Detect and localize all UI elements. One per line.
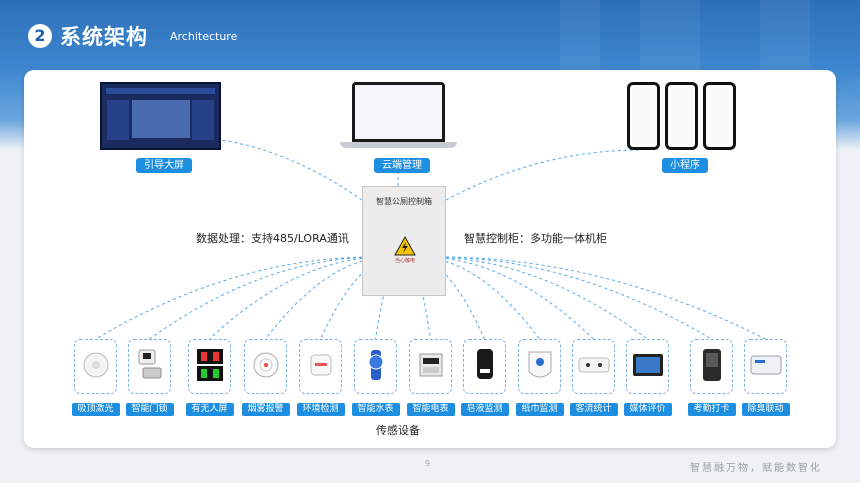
page-subtitle: Architecture: [170, 30, 238, 43]
device-label: 除臭联动: [741, 403, 790, 416]
smoke-alarm-icon: [251, 350, 281, 384]
screen-side-panel: [107, 100, 129, 140]
connection-line: [403, 256, 766, 340]
device-label: 纸巾监测: [515, 403, 564, 416]
section-number: 2: [28, 24, 52, 48]
connection-line: [219, 139, 363, 201]
connection-line: [265, 256, 405, 340]
screen-floor-map: [132, 100, 190, 138]
warning-icon: [394, 235, 416, 256]
water-meter-icon: [361, 348, 391, 386]
attendance-terminal-icon: [699, 347, 725, 387]
device-label: 智能电表: [406, 403, 455, 416]
device-label: 吸顶激光: [71, 403, 120, 416]
guide-screen-image: [100, 82, 221, 150]
page-number: 9: [425, 459, 431, 468]
phone-display: [668, 85, 695, 147]
page-title: 系统架构: [60, 25, 148, 49]
connection-line: [375, 256, 405, 340]
control-cabinet: 智慧公厕控制箱 当心触电: [362, 186, 446, 296]
device-box: [188, 339, 231, 394]
rating-panel-icon: [631, 352, 665, 382]
device-box: [572, 339, 615, 394]
tissue-dispenser-icon: [525, 348, 555, 386]
phone-image: [627, 82, 660, 150]
connection-line: [320, 256, 405, 340]
soap-dispenser-icon: [472, 347, 498, 387]
device-label: 智能门锁: [125, 403, 174, 416]
mini-program-label: 小程序: [662, 158, 708, 173]
device-label: 烟雾报警: [241, 403, 290, 416]
device-box: [744, 339, 787, 394]
connection-line: [403, 256, 540, 340]
device-box: [244, 339, 287, 394]
deodorizer-icon: [749, 352, 783, 382]
ceiling-laser-icon: [81, 350, 111, 384]
screen-side-panel: [192, 100, 214, 140]
connection-line: [403, 256, 712, 340]
connection-line: [403, 256, 594, 340]
device-label: 环境检测: [296, 403, 345, 416]
laptop-base: [340, 142, 457, 148]
slogan: 智慧融万物，赋能数智化: [690, 463, 822, 474]
phone-display: [706, 85, 733, 147]
electric-meter-icon: [416, 350, 446, 384]
device-label: 考勤打卡: [687, 403, 736, 416]
device-box: [128, 339, 171, 394]
environment-sensor-icon: [306, 350, 336, 384]
device-box: [463, 339, 506, 394]
device-label: 皂液监测: [460, 403, 509, 416]
data-processing-text: 数据处理：支持485/LORA通讯: [196, 232, 349, 245]
device-box: [518, 339, 561, 394]
control-cabinet-text: 智慧控制柜：多功能一体机柜: [464, 232, 607, 245]
device-box: [299, 339, 342, 394]
screen-label: 引导大屏: [136, 158, 192, 173]
device-box: [690, 339, 733, 394]
cloud-label: 云端管理: [374, 158, 430, 173]
smart-lock-icon: [135, 348, 165, 386]
connection-line: [445, 149, 641, 201]
phone-display: [630, 85, 657, 147]
device-box: [626, 339, 669, 394]
device-box: [74, 339, 117, 394]
laptop-display: [355, 85, 442, 139]
phone-image: [665, 82, 698, 150]
people-counter-icon: [577, 355, 611, 379]
device-box: [409, 339, 452, 394]
device-label: 有无人屏: [185, 403, 234, 416]
connection-line: [95, 256, 405, 340]
cabinet-sign: 当心触电: [395, 258, 416, 264]
device-box: [354, 339, 397, 394]
screen-header-bar: [106, 88, 215, 94]
phone-image: [703, 82, 736, 150]
device-label: 智能水表: [351, 403, 400, 416]
occupancy-screen-icon: [195, 347, 225, 387]
cabinet-title: 智慧公厕控制箱: [376, 197, 432, 206]
laptop-image: [352, 82, 445, 142]
device-label: 客流统计: [569, 403, 618, 416]
sensor-caption: 传感设备: [376, 424, 420, 437]
device-label: 媒体评价: [623, 403, 672, 416]
